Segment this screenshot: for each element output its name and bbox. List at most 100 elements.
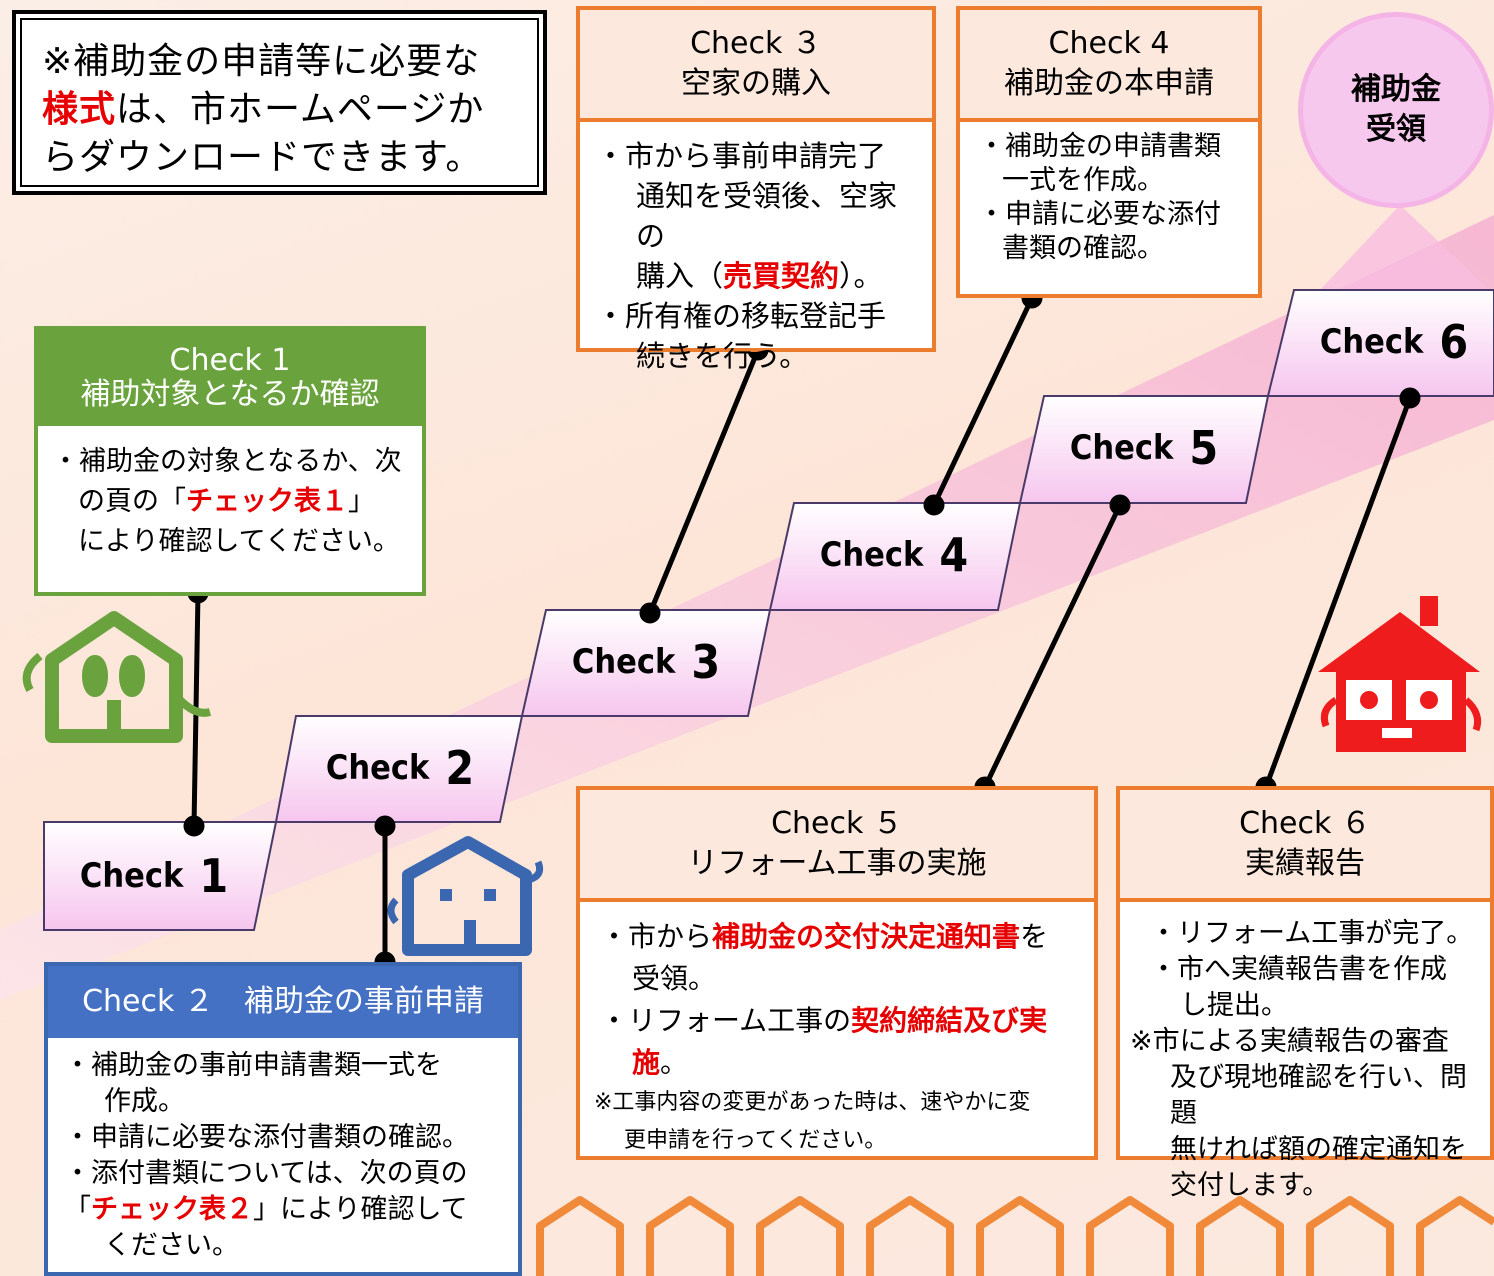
check2-table-ref: チェック表２ <box>91 1194 253 1225</box>
check4-line1: ・補助金の申請書類 <box>978 131 1221 162</box>
check6-line6: 無ければ額の確定通知を <box>1170 1134 1467 1165</box>
goal-arrow <box>1320 205 1490 290</box>
house-row-decoration-icon <box>536 1196 1494 1276</box>
red-house-character-icon <box>1318 596 1482 752</box>
check1-line3: により確認してください。 <box>78 526 400 557</box>
step-label-5: Check 5 <box>1034 398 1254 498</box>
step-word: Check <box>79 856 184 896</box>
check1-header: Check 1 補助対象となるか確認 <box>38 330 422 426</box>
check2-header: Check ２ 補助金の事前申請 <box>48 966 518 1038</box>
step-shape-5 <box>1018 395 1270 504</box>
check1-body: ・補助金の対象となるか、次 の頁の「チェック表１」 により確認してください。 <box>38 426 422 578</box>
step-shape-2 <box>274 715 524 823</box>
check3-header: Check ３ 空家の購入 <box>580 10 932 122</box>
check1-table-ref: チェック表１ <box>186 486 348 517</box>
green-house-character-icon <box>22 611 212 743</box>
step-word: Check <box>1319 322 1424 362</box>
check1-line2c: 」 <box>348 486 375 517</box>
step-label-2: Check 2 <box>290 718 510 818</box>
check6-line7: 交付します。 <box>1170 1170 1330 1201</box>
check5-title2: リフォーム工事の実施 <box>687 846 987 881</box>
step-shape-3 <box>520 609 772 717</box>
step-number: 3 <box>691 635 721 689</box>
check6-header: Check ６ 実績報告 <box>1120 790 1490 902</box>
check6-title2: 実績報告 <box>1245 846 1365 881</box>
check5-contract: 契約締結及び実 <box>851 1004 1048 1037</box>
step-shape-6 <box>1266 289 1494 397</box>
check3-title1: Check ３ <box>690 26 822 61</box>
check1-title2: 補助対象となるか確認 <box>80 377 380 412</box>
check5-body: ・市から補助金の交付決定通知書を 受領。 ・リフォーム工事の契約締結及び実 施。… <box>580 902 1094 1174</box>
check4-title1: Check 4 <box>1048 26 1170 61</box>
step-label-4: Check 4 <box>784 505 1004 605</box>
notice-box: ※補助金の申請等に必要な様式は、市ホームページからダウンロードできます。 <box>12 10 547 195</box>
step-label-6: Check 6 <box>1284 292 1494 392</box>
check5-line2: 受領。 <box>632 962 717 995</box>
check4-box: Check 4 補助金の本申請 ・補助金の申請書類 一式を作成。 ・申請に必要な… <box>956 6 1262 298</box>
step-label-1: Check 1 <box>44 826 264 926</box>
check2-line1: ・補助金の事前申請書類一式を <box>64 1050 442 1081</box>
blue-house-character-icon <box>387 836 544 956</box>
step-number: 4 <box>939 528 969 582</box>
check1-line1: ・補助金の対象となるか、次 <box>52 446 402 477</box>
step-word: Check <box>1069 428 1174 468</box>
check5-line3a: ・リフォーム工事の <box>600 1004 852 1037</box>
check4-header: Check 4 補助金の本申請 <box>960 10 1258 122</box>
step-word: Check <box>819 535 924 575</box>
check3-contract: 売買契約 <box>723 259 840 293</box>
step-number: 1 <box>199 849 229 903</box>
check3-line1: ・市から事前申請完了 <box>596 139 887 173</box>
check4-title2: 補助金の本申請 <box>1004 66 1214 101</box>
check3-box: Check ３ 空家の購入 ・市から事前申請完了 通知を受領後、空家の 購入（売… <box>576 6 936 373</box>
step-word: Check <box>325 748 430 788</box>
check2-line2: 作成。 <box>104 1086 185 1117</box>
check3-line3c: ）。 <box>839 259 883 293</box>
check4-body: ・補助金の申請書類 一式を作成。 ・申請に必要な添付 書類の確認。 <box>960 122 1258 274</box>
check6-line4: ※市による実績報告の審査 <box>1130 1026 1449 1057</box>
check5-line5: ※工事内容の変更があった時は、速やかに変 <box>594 1090 1031 1115</box>
check5-line1c: を <box>1020 920 1049 953</box>
check2-body: ・補助金の事前申請書類一式を 作成。 ・申請に必要な添付書類の確認。 ・添付書類… <box>48 1038 518 1274</box>
notice-text-after: は、市ホームページからダウンロードできます。 <box>42 89 485 178</box>
check5-line1a: ・市から <box>600 920 713 953</box>
goal-line1: 補助金 <box>1351 72 1441 107</box>
check1-title1: Check 1 <box>169 343 291 378</box>
check1-box: Check 1 補助対象となるか確認 ・補助金の対象となるか、次 の頁の「チェッ… <box>34 326 426 596</box>
check4-line3: ・申請に必要な添付 <box>978 199 1221 230</box>
check5-line4b: 施 <box>632 1046 661 1079</box>
check3-line3a: 購入（ <box>636 259 724 293</box>
check4-line4: 書類の確認。 <box>1002 233 1164 264</box>
check5-box: Check ５ リフォーム工事の実施 ・市から補助金の交付決定通知書を 受領。 … <box>576 786 1098 1160</box>
check6-box: Check ６ 実績報告 ・リフォーム工事が完了。 ・市へ実績報告書を作成 し提… <box>1116 786 1494 1201</box>
check3-title2: 空家の購入 <box>681 66 831 101</box>
check3-line4: ・所有権の移転登記手 <box>596 299 887 333</box>
check6-line1: ・リフォーム工事が完了。 <box>1150 918 1474 949</box>
check2-line6: ください。 <box>104 1230 239 1261</box>
check5-notice-ref: 補助金の交付決定通知書 <box>712 920 1021 953</box>
check5-line4c: 。 <box>660 1046 689 1079</box>
step-word: Check <box>571 642 676 682</box>
step-number: 6 <box>1439 315 1469 369</box>
check3-line2: 通知を受領後、空家の <box>636 179 898 253</box>
notice-text-before: ※補助金の申請等に必要な <box>42 41 481 82</box>
check3-body: ・市から事前申請完了 通知を受領後、空家の 購入（売買契約）。 ・所有権の移転登… <box>580 122 932 390</box>
step-number: 2 <box>445 741 475 795</box>
notice-highlight: 様式 <box>42 89 117 130</box>
step-label-3: Check 3 <box>536 612 756 712</box>
step-number: 5 <box>1189 421 1219 475</box>
check6-line3: し提出。 <box>1180 990 1288 1021</box>
check2-box: Check ２ 補助金の事前申請 ・補助金の事前申請書類一式を 作成。 ・申請に… <box>44 962 522 1276</box>
check5-line6: 更申請を行ってください。 <box>624 1128 887 1153</box>
check4-line2: 一式を作成。 <box>1002 165 1164 196</box>
check6-title1: Check ６ <box>1239 806 1371 841</box>
check2-line5c: 」により確認して <box>253 1194 468 1225</box>
check6-body: ・リフォーム工事が完了。 ・市へ実績報告書を作成 し提出。 ※市による実績報告の… <box>1120 902 1490 1218</box>
check3-line5: 続きを行う。 <box>636 339 809 373</box>
check2-line5a: 「 <box>64 1194 91 1225</box>
check2-line3: ・申請に必要な添付書類の確認。 <box>64 1122 469 1153</box>
goal-circle: 補助金 受領 <box>1298 12 1494 208</box>
check5-header: Check ５ リフォーム工事の実施 <box>580 790 1094 902</box>
check6-line2: ・市へ実績報告書を作成 <box>1150 954 1447 985</box>
goal-line2: 受領 <box>1366 112 1426 147</box>
